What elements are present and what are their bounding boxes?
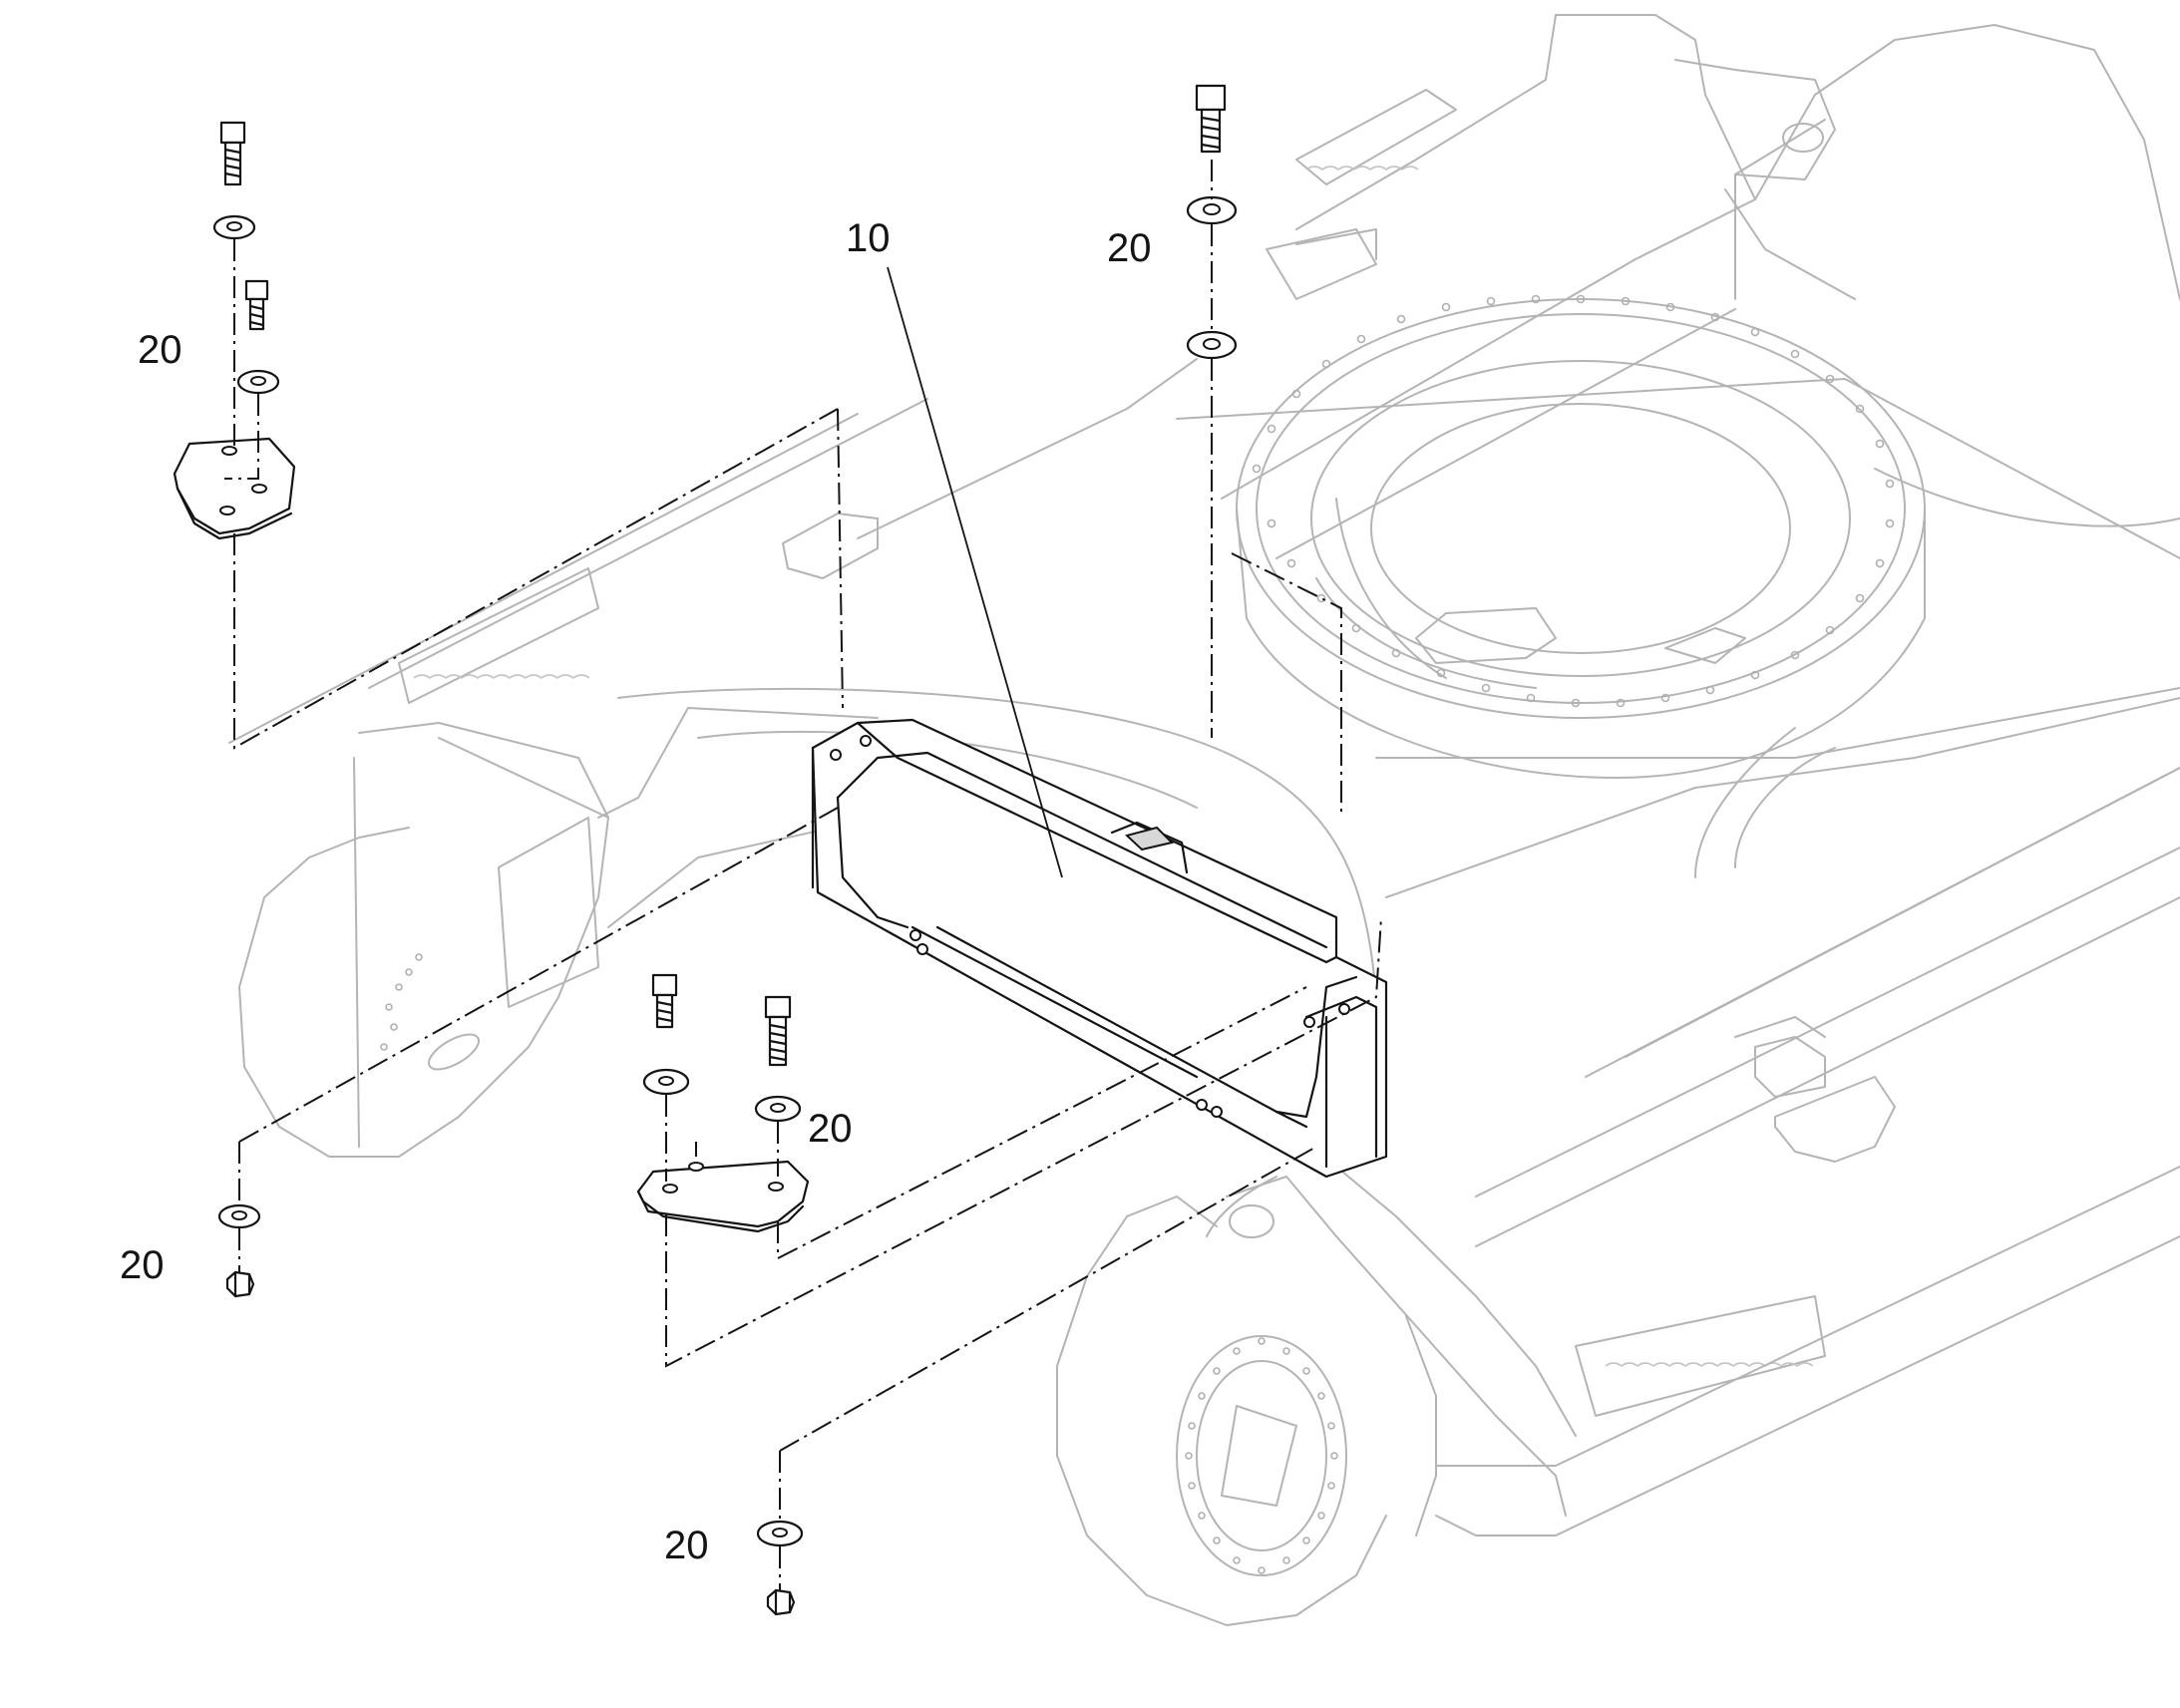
plate-icon (173, 437, 296, 540)
bolt-icon (1195, 84, 1227, 154)
washer-icon (756, 1520, 804, 1547)
fastener-group-left-lower: 20 (120, 807, 839, 1298)
bolt-icon (244, 279, 269, 331)
washer-icon (217, 1203, 261, 1229)
center-cover-part (811, 718, 1388, 1179)
washer-icon (642, 1068, 690, 1096)
bolt-icon (219, 121, 246, 186)
fastener-group-bottom-middle: 20 (636, 916, 1382, 1368)
washer-icon (212, 214, 256, 240)
callout-20-top-right: 20 (1107, 226, 1152, 270)
callout-20-bottom-middle: 20 (808, 1107, 853, 1151)
callout-20-left-lower: 20 (120, 1243, 165, 1287)
callout-20-bottom: 20 (664, 1524, 709, 1567)
fastener-group-top-right: 20 (1107, 84, 1342, 813)
leader-line-10 (887, 266, 1063, 878)
callout-group-10: 10 (846, 216, 1063, 878)
callout-10: 10 (846, 216, 891, 260)
washer-icon (1186, 330, 1238, 360)
plate-icon (636, 1160, 810, 1233)
washer-icon (754, 1095, 802, 1123)
callout-20-top-left: 20 (138, 328, 182, 372)
fastener-group-bottom: 20 (664, 1146, 1317, 1616)
undercarriage-frame (228, 14, 2180, 1626)
fastener-group-top-left: 20 (138, 121, 844, 750)
bolt-icon (651, 973, 678, 1029)
nut-icon (766, 1588, 796, 1616)
nut-icon (225, 1270, 255, 1298)
washer-icon (236, 369, 280, 395)
bolt-icon (764, 995, 792, 1067)
washer-icon (1186, 195, 1238, 225)
